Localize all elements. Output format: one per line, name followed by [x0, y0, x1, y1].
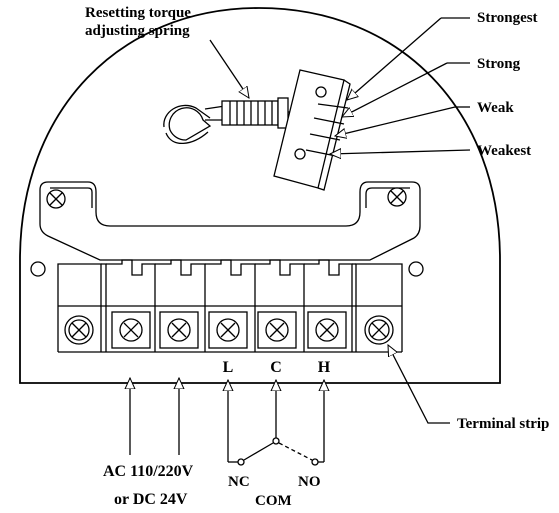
label-nc: NC: [228, 474, 250, 490]
switch-wiring: [228, 380, 324, 466]
leader-spring: [209, 39, 249, 98]
terminal-strip: [57, 259, 403, 353]
label-strong: Strong: [477, 56, 521, 72]
leader-strong-diag: [342, 62, 448, 118]
mounting-plate-inner-left: [50, 187, 93, 208]
leader-strongest-diag: [347, 17, 442, 100]
label-resetting-line1: Resetting torque: [85, 5, 191, 21]
terminal-screw-ground-right: [364, 315, 394, 345]
terminal-label-c: C: [270, 359, 282, 376]
leader-terminal-strip: [387, 345, 450, 424]
terminal-label-l: L: [223, 359, 234, 376]
label-no: NO: [298, 474, 321, 490]
mounting-plate: [39, 181, 421, 261]
label-weakest: Weakest: [477, 143, 531, 159]
label-power-line1: AC 110/220V: [103, 463, 194, 480]
terminal-screw-1: [119, 318, 143, 342]
terminal-screw-h: [315, 318, 339, 342]
mounting-plate-inner-right: [365, 187, 410, 208]
label-com: COM: [255, 493, 292, 509]
housing-hole-left: [30, 261, 46, 277]
adjusting-plate: [273, 69, 351, 191]
label-terminal-strip: Terminal strip: [457, 416, 549, 432]
housing-outline: [19, 7, 501, 384]
label-strongest: Strongest: [477, 10, 538, 26]
leader-weak-diag: [335, 106, 456, 136]
leader-weakest: [330, 150, 471, 154]
terminal-screw-2: [167, 318, 191, 342]
terminal-screw-l: [216, 318, 240, 342]
label-weak: Weak: [477, 100, 514, 116]
label-power-line2: or DC 24V: [114, 491, 188, 508]
mounting-screw-right: [387, 187, 407, 207]
housing-hole-right: [408, 261, 424, 277]
terminal-label-h: H: [318, 359, 331, 376]
spring-assembly: [163, 97, 302, 145]
label-resetting-line2: adjusting spring: [85, 23, 190, 39]
mounting-screw-left: [46, 189, 66, 209]
terminal-screw-ground-left: [64, 315, 94, 345]
terminal-screw-c: [265, 318, 289, 342]
